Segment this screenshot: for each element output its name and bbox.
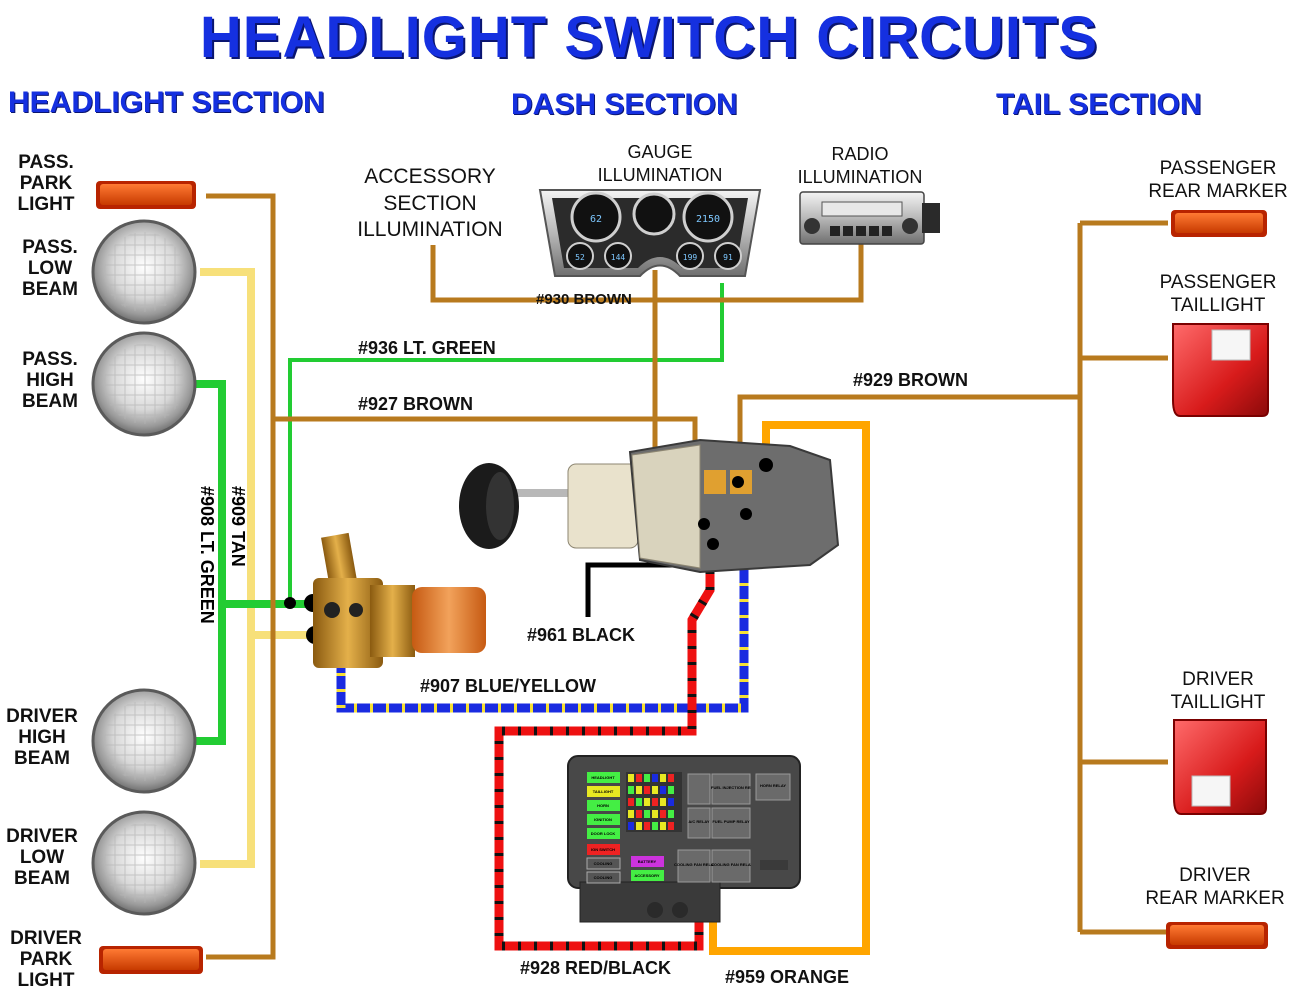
section-tail-title: TAIL SECTION	[996, 88, 1202, 121]
gauge-cluster: 62 2150 52 144 199 91	[538, 189, 762, 277]
section-headlight-title: HEADLIGHT SECTION	[8, 86, 325, 119]
wire-909-label: #909 TAN	[228, 486, 248, 567]
fuses	[626, 772, 682, 832]
driver-rear-marker-lamp	[1166, 922, 1268, 949]
fuse-label: HEADLIGHT	[591, 776, 615, 780]
wire-909-tan	[200, 268, 312, 868]
wire-928-red-black	[494, 555, 715, 951]
wire-908-label: #908 LT. GREEN	[197, 486, 217, 624]
pass-high-beam-lamp	[91, 331, 197, 437]
fuse-box	[567, 755, 801, 923]
gauge-readout-6: 91	[723, 253, 733, 262]
passenger-taillight-label: PASSENGER TAILLIGHT	[1159, 272, 1277, 316]
fuse-label: IGN SWITCH	[591, 848, 615, 852]
driver-rear-marker-label: DRIVER REAR MARKER	[1145, 865, 1285, 909]
gauge-readout-4: 144	[611, 253, 626, 262]
fuse-label: COOLING FAN RELAY	[711, 863, 751, 867]
fuse-label: FUEL PUMP RELAY	[712, 820, 750, 824]
wire-927-label: #927 BROWN	[358, 394, 474, 414]
wire-936-label: #936 LT. GREEN	[358, 338, 496, 358]
fuse-label: COOLING	[593, 862, 613, 866]
driver-park-light-lamp	[99, 946, 203, 974]
fuse-label: DOOR LOCK	[590, 832, 616, 836]
gauge-readout-5: 199	[683, 253, 698, 262]
driver-park-light-label: DRIVER PARK LIGHT	[10, 928, 82, 991]
pass-park-light-lamp	[96, 181, 196, 209]
gauge-illumination-label: GAUGE ILLUMINATION	[597, 142, 723, 185]
wire-961-label: #961 BLACK	[527, 625, 636, 645]
fuse-labels-left	[586, 772, 664, 884]
fuse-label: A/C RELAY	[688, 820, 710, 824]
driver-high-beam-lamp	[91, 688, 197, 794]
pass-low-beam-label: PASS. LOW BEAM	[22, 237, 78, 300]
gauge-readout-3: 52	[575, 253, 585, 262]
wire-park-brown	[206, 193, 276, 960]
fuse-label: ACCESSORY	[634, 874, 660, 878]
passenger-rear-marker-lamp	[1171, 210, 1267, 237]
relays	[677, 773, 791, 883]
fuse-label: IGNITION	[594, 818, 612, 822]
gauge-readout-1: 62	[590, 214, 602, 225]
radio	[799, 191, 940, 245]
wire-929-label: #929 BROWN	[853, 370, 969, 390]
wire-930-brown	[430, 243, 864, 303]
passenger-rear-marker-label: PASSENGER REAR MARKER	[1148, 158, 1288, 202]
gauge-readout-2: 2150	[696, 214, 720, 225]
headlight-switch	[459, 438, 840, 574]
fuse-label: BATTERY	[637, 860, 657, 864]
driver-high-beam-label: DRIVER HIGH BEAM	[6, 706, 78, 769]
dimmer-switch	[313, 532, 486, 668]
wire-928-label: #928 RED/BLACK	[520, 958, 672, 978]
radio-illumination-label: RADIO ILLUMINATION	[797, 144, 923, 187]
pass-high-beam-label: PASS. HIGH BEAM	[22, 349, 78, 412]
fuse-label: COOLING	[593, 876, 613, 880]
pass-park-light-label: PASS. PARK LIGHT	[17, 152, 75, 215]
driver-low-beam-lamp	[91, 810, 197, 916]
driver-taillight-label: DRIVER TAILLIGHT	[1170, 669, 1266, 713]
accessory-illumination-label: ACCESSORY SECTION ILLUMINATION	[357, 165, 503, 242]
fuse-label: TAILLIGHT	[592, 790, 614, 794]
wire-959-label: #959 ORANGE	[725, 967, 850, 987]
fuse-label: COOLING FAN RELAY	[674, 863, 714, 867]
wire-907-label: #907 BLUE/YELLOW	[420, 676, 597, 696]
pass-low-beam-lamp	[91, 219, 197, 325]
driver-taillight-lamp	[1173, 719, 1267, 815]
wire-936-lt-green	[288, 283, 724, 600]
wire-908-lt-green	[196, 380, 312, 745]
fuse-label: FUEL INJECTION RELAY	[711, 786, 751, 790]
wire-930-label: #930 BROWN	[536, 291, 632, 308]
wire-961-black	[585, 562, 686, 617]
passenger-taillight-lamp	[1172, 323, 1269, 417]
fuse-label: HORN	[597, 804, 609, 808]
diagram-title: HEADLIGHT SWITCH CIRCUITS	[199, 5, 1099, 70]
section-dash-title: DASH SECTION	[511, 88, 738, 121]
driver-low-beam-label: DRIVER LOW BEAM	[6, 826, 78, 889]
fuse-label: HORN RELAY	[759, 784, 787, 788]
wire-959-orange	[709, 421, 870, 955]
